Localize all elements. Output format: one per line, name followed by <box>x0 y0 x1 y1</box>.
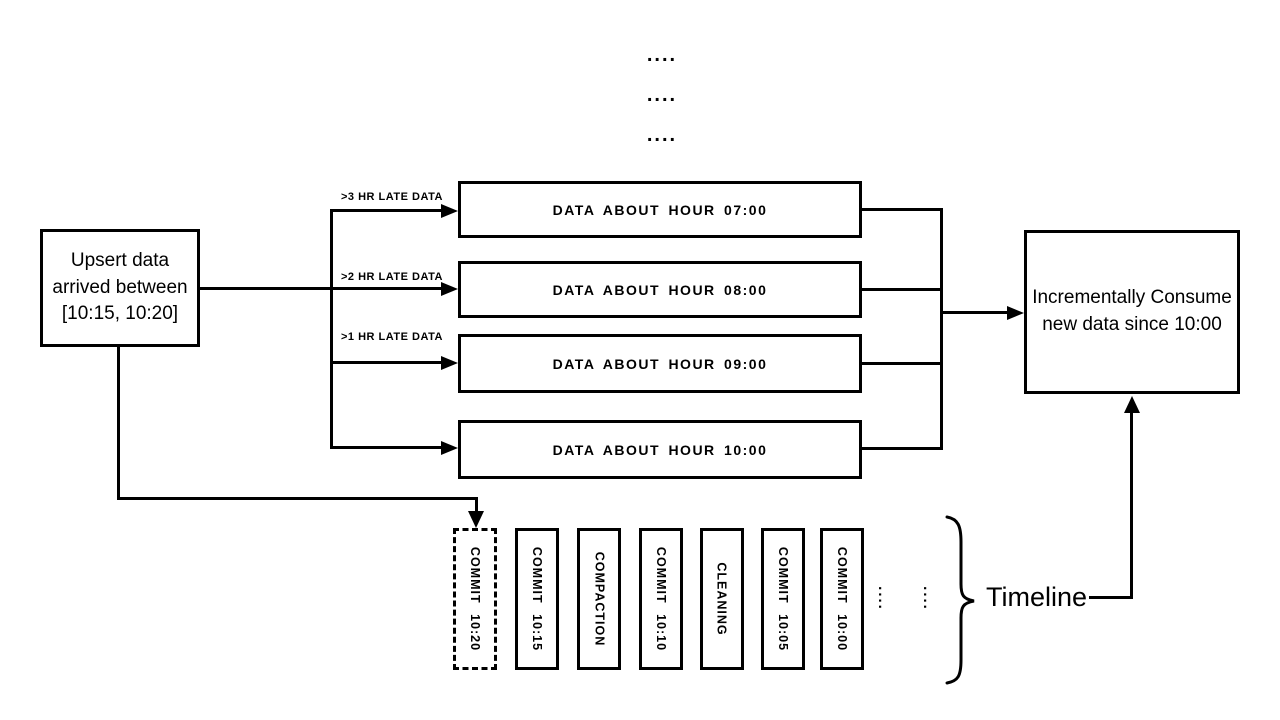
arrowhead-branch-2 <box>441 282 458 296</box>
branch-line-2 <box>330 287 442 290</box>
hour-box-1000: DATA ABOUT HOUR 10:00 <box>458 420 862 479</box>
collector-stub-4 <box>862 447 943 450</box>
timeline-ellipsis-1: .... <box>874 585 892 611</box>
consumer-arrow-line <box>940 311 1008 314</box>
hour-box-0800: DATA ABOUT HOUR 08:00 <box>458 261 862 318</box>
timeline-entry-commit-1015: COMMIT 10:15 <box>515 528 559 670</box>
timeline-drop-line <box>475 497 478 513</box>
arrowhead-commit-1020 <box>468 511 484 528</box>
timeline-entry-commit-1010: COMMIT 10:10 <box>639 528 683 670</box>
continuation-dots-middle: .... <box>646 84 678 106</box>
branch-line-3 <box>330 361 442 364</box>
hour-box-0900: DATA ABOUT HOUR 09:00 <box>458 334 862 393</box>
incremental-consumer-text: Incrementally Consume new data since 10:… <box>1032 287 1232 335</box>
timeline-to-consumer-line-h <box>1089 596 1133 599</box>
timeline-ellipsis-2: .... <box>919 585 937 611</box>
timeline-entry-compaction: COMPACTION <box>577 528 621 670</box>
source-to-timeline-line <box>117 497 478 500</box>
source-to-trunk-line <box>200 287 331 290</box>
late-data-label-3hr: >3 HR LATE DATA <box>341 191 443 203</box>
incremental-consumer-box: Incrementally Consume new data since 10:… <box>1024 230 1240 394</box>
late-data-label-2hr: >2 HR LATE DATA <box>341 271 443 283</box>
collector-stub-2 <box>862 288 943 291</box>
continuation-dots-top: .... <box>646 44 678 66</box>
branch-trunk-line <box>330 209 333 449</box>
arrowhead-branch-4 <box>441 441 458 455</box>
timeline-to-consumer-line-v <box>1130 411 1133 599</box>
timeline-entry-cleaning: CLEANING <box>700 528 744 670</box>
continuation-dots-bottom: .... <box>646 124 678 146</box>
late-data-label-1hr: >1 HR LATE DATA <box>341 331 443 343</box>
collector-stub-1 <box>862 208 943 211</box>
arrowhead-branch-3 <box>441 356 458 370</box>
timeline-label: Timeline <box>986 582 1088 612</box>
upsert-source-box: Upsert data arrived between [10:15, 10:2… <box>40 229 200 347</box>
arrowhead-branch-1 <box>441 204 458 218</box>
collector-trunk-line <box>940 208 943 450</box>
timeline-entry-commit-1020: COMMIT 10:20 <box>453 528 497 670</box>
collector-stub-3 <box>862 362 943 365</box>
branch-line-4 <box>330 446 442 449</box>
arrowhead-timeline-to-consumer <box>1124 396 1140 413</box>
arrowhead-consumer <box>1007 306 1024 320</box>
timeline-entry-commit-1000: COMMIT 10:00 <box>820 528 864 670</box>
timeline-entry-commit-1005: COMMIT 10:05 <box>761 528 805 670</box>
branch-line-1 <box>330 209 442 212</box>
source-down-line <box>117 345 120 500</box>
hour-box-0700: DATA ABOUT HOUR 07:00 <box>458 181 862 238</box>
timeline-brace <box>945 515 975 685</box>
upsert-source-text: Upsert data arrived between [10:15, 10:2… <box>52 250 188 325</box>
